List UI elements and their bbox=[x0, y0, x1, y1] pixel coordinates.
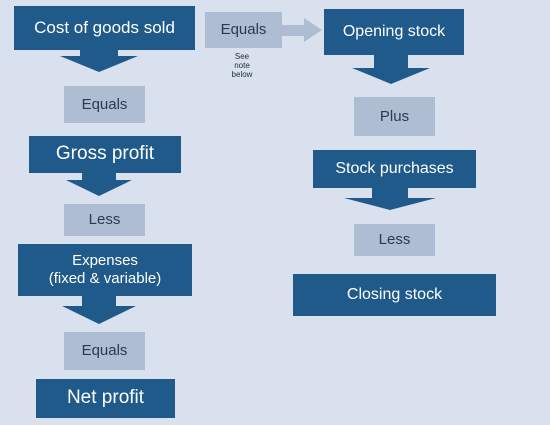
closing-stock-box: Closing stock bbox=[293, 274, 496, 316]
expenses-label-line2: (fixed & variable) bbox=[48, 270, 162, 287]
equals-connector-box: Equals bbox=[205, 12, 282, 48]
arrow-cogs-down bbox=[60, 50, 138, 72]
equals-box-2: Equals bbox=[64, 332, 145, 370]
arrow-expenses-down bbox=[62, 296, 136, 324]
plus-box: Plus bbox=[354, 97, 435, 136]
stock-purchases-box: Stock purchases bbox=[313, 150, 476, 188]
equals-label-1: Equals bbox=[81, 95, 128, 113]
see-note-below: See note below bbox=[222, 52, 262, 79]
cost-of-goods-sold-label: Cost of goods sold bbox=[34, 17, 175, 37]
less-box-1: Less bbox=[64, 204, 145, 236]
net-profit-label: Net profit bbox=[66, 387, 145, 409]
arrow-equals-right bbox=[282, 18, 322, 42]
arrow-stock-purchases-down bbox=[344, 188, 436, 210]
cost-of-goods-sold-box: Cost of goods sold bbox=[14, 6, 195, 50]
less-box-2: Less bbox=[354, 224, 435, 256]
net-profit-box: Net profit bbox=[36, 379, 175, 418]
closing-stock-label: Closing stock bbox=[346, 286, 443, 304]
note-line-3: below bbox=[231, 70, 253, 79]
equals-box-1: Equals bbox=[64, 86, 145, 123]
note-line-1: See bbox=[234, 52, 250, 61]
equals-connector-label: Equals bbox=[220, 21, 267, 38]
less-label-1: Less bbox=[88, 211, 121, 228]
expenses-box: Expenses (fixed & variable) bbox=[18, 244, 192, 296]
note-line-2: note bbox=[234, 61, 250, 70]
opening-stock-box: Opening stock bbox=[324, 9, 464, 55]
arrow-opening-stock-down bbox=[352, 55, 430, 84]
equals-label-2: Equals bbox=[81, 342, 128, 359]
expenses-label-line1: Expenses bbox=[72, 252, 138, 269]
opening-stock-label: Opening stock bbox=[342, 23, 446, 41]
gross-profit-label: Gross profit bbox=[55, 143, 155, 165]
arrow-gross-profit-down bbox=[66, 172, 132, 196]
plus-label: Plus bbox=[379, 107, 410, 125]
stock-purchases-label: Stock purchases bbox=[335, 160, 454, 178]
gross-profit-box: Gross profit bbox=[29, 136, 181, 173]
less-label-2: Less bbox=[378, 231, 411, 248]
